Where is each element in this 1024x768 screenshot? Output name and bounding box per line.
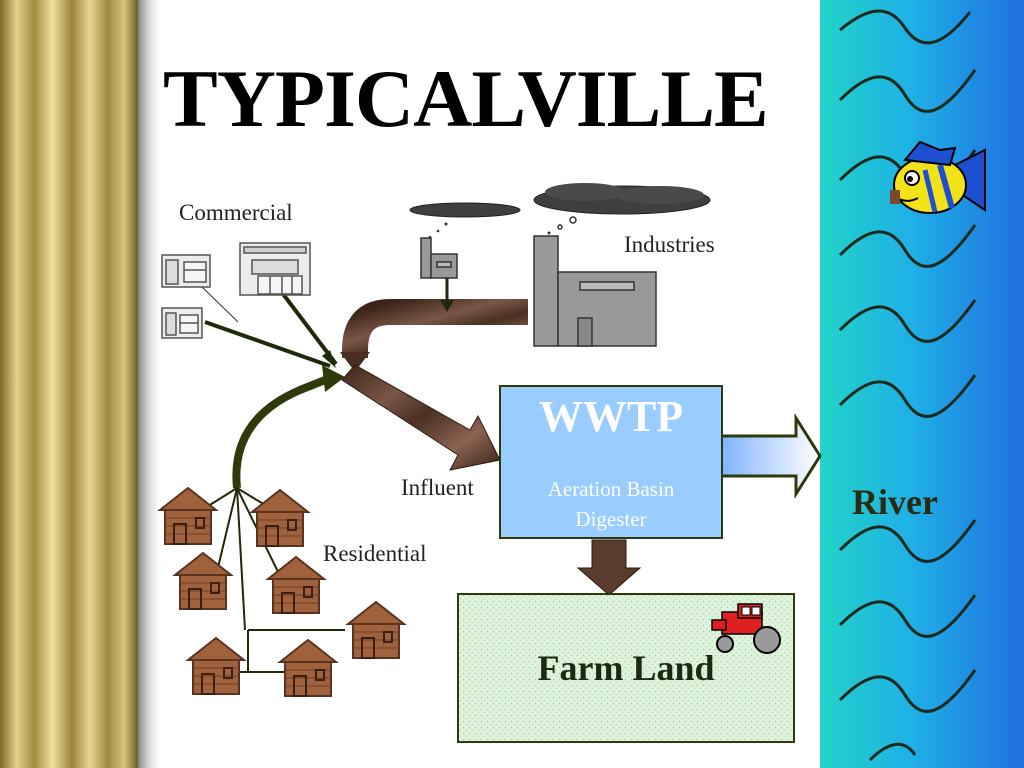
factory-icon xyxy=(420,235,657,347)
fish-icon xyxy=(890,140,986,214)
flow-arrow-icon xyxy=(199,284,822,596)
label-influent: Influent xyxy=(401,475,474,500)
page-title: TYPICALVILLE xyxy=(163,53,769,144)
wwtp-box xyxy=(499,385,723,539)
commercial-building-icon xyxy=(161,242,311,339)
wwtp-title: WWTP xyxy=(538,392,684,441)
tractor-icon xyxy=(711,603,781,654)
label-industries: Industries xyxy=(624,232,715,257)
curtain-shadow xyxy=(138,0,164,768)
river-water xyxy=(820,0,1024,768)
water-wave-icon xyxy=(838,9,977,762)
house-icon xyxy=(159,487,405,697)
smoke-cloud-icon xyxy=(409,183,711,239)
label-commercial: Commercial xyxy=(179,200,293,225)
label-farm-land: Farm Land xyxy=(537,648,715,688)
wwtp-line-aeration-basin: Aeration Basin xyxy=(547,477,675,501)
curtain-border xyxy=(0,0,138,768)
wwtp-line-digester: Digester xyxy=(575,507,647,531)
label-river: River xyxy=(852,482,938,522)
label-residential: Residential xyxy=(323,541,427,566)
factory-outflow-arrowhead xyxy=(440,300,454,312)
